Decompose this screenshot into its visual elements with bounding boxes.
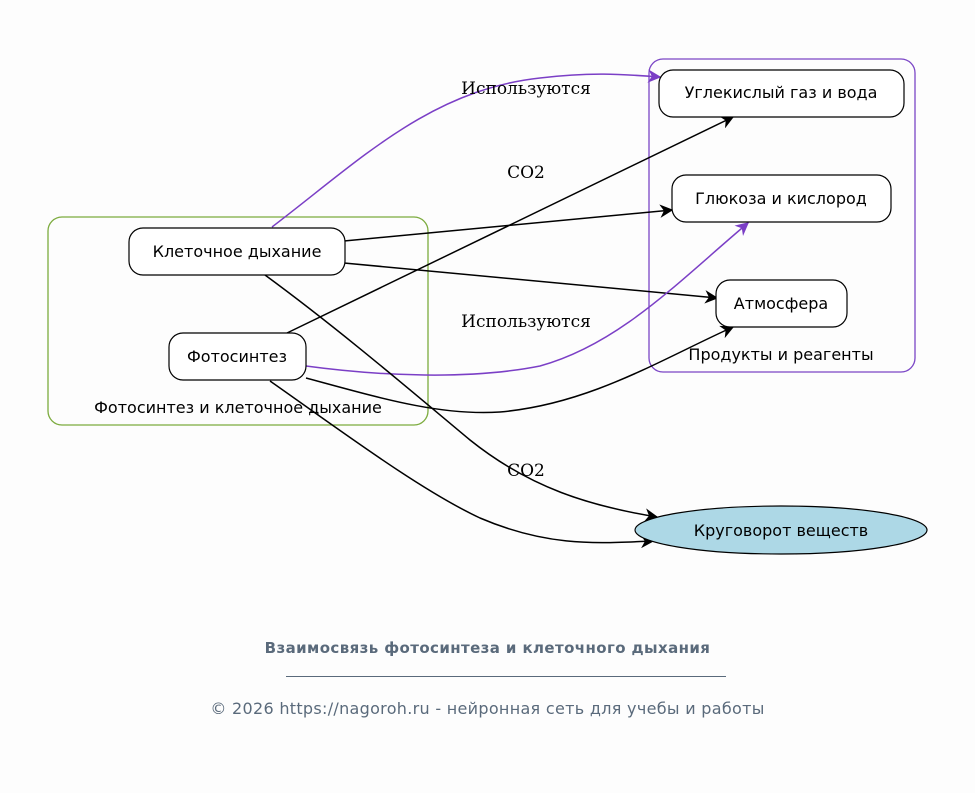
node-glucose-oxygen[interactable]: Глюкоза и кислород	[671, 174, 892, 223]
node-respiration[interactable]: Клеточное дыхание	[128, 227, 346, 276]
node-cycle-label: Круговорот веществ	[694, 521, 868, 540]
node-glucose-oxygen-label: Глюкоза и кислород	[695, 189, 867, 208]
footer-divider	[286, 676, 726, 677]
node-respiration-label: Клеточное дыхание	[153, 242, 322, 261]
node-cycle[interactable]: Круговорот веществ	[634, 505, 928, 555]
edge-respiration-to-co2water	[271, 69, 662, 228]
edge-respiration-to-cycle	[264, 274, 659, 522]
node-atmosphere-label: Атмосфера	[734, 294, 828, 313]
edge-respiration-to-atmosphere	[343, 262, 719, 304]
node-co2-water[interactable]: Углекислый газ и вода	[658, 69, 905, 118]
edge-label-co2-top: CO2	[507, 163, 545, 183]
node-atmosphere[interactable]: Атмосфера	[715, 279, 848, 328]
node-photosynthesis-label: Фотосинтез	[187, 347, 287, 366]
edge-photo-to-glucose	[305, 222, 750, 376]
cluster-photosynthesis-respiration	[47, 216, 429, 426]
edge-photo-to-cycle	[269, 380, 655, 549]
edge-respiration-to-glucose	[343, 204, 674, 242]
node-co2-water-label: Углекислый газ и вода	[685, 83, 878, 102]
edge-label-used-mid: Используются	[461, 312, 591, 332]
node-photosynthesis[interactable]: Фотосинтез	[168, 332, 307, 381]
edge-label-used-top: Используются	[461, 79, 591, 99]
edges	[264, 69, 750, 549]
edge-photo-to-atmosphere	[305, 325, 735, 414]
edge-label-co2-bottom: CO2	[507, 461, 545, 481]
cluster-products-reagents	[648, 58, 916, 373]
footer-title: Взаимосвязь фотосинтеза и клеточного дых…	[264, 639, 711, 657]
cluster-label-right: Продукты и реагенты	[688, 345, 873, 364]
cluster-label-left: Фотосинтез и клеточное дыхание	[94, 398, 382, 417]
footer-copyright: © 2026 https://nagoroh.ru - нейронная се…	[210, 699, 765, 718]
